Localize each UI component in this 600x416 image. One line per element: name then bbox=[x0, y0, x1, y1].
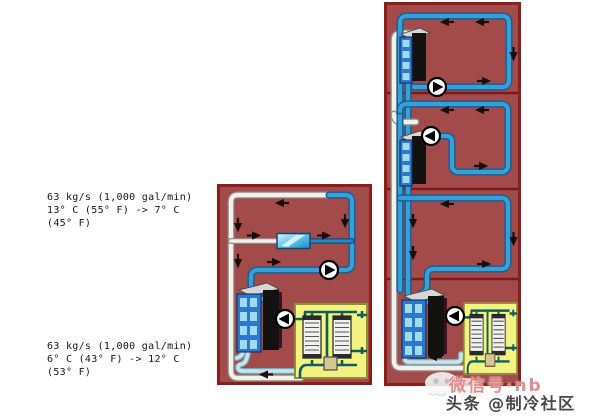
multi-story-building-diagram bbox=[384, 2, 521, 386]
return-water-pipe bbox=[227, 191, 339, 382]
cooling-coil bbox=[276, 232, 311, 250]
primary-pump-icon bbox=[444, 305, 466, 327]
supply-riser-floor1-loop bbox=[396, 12, 513, 294]
supply-water-pipe bbox=[247, 191, 356, 294]
flow-label-return-line2: 6° C (43° F) -> 12° C bbox=[47, 354, 180, 365]
flow-label-return-line3: (53° F) bbox=[47, 367, 92, 378]
flow-label-supply-line1: 63 kg/s (1,000 gal/min) bbox=[47, 192, 193, 203]
flow-label-supply: 63 kg/s (1,000 gal/min) 13° C (55° F) ->… bbox=[47, 191, 192, 230]
floor3-loop-pipe bbox=[396, 194, 512, 297]
floor1-plate-heat-exchanger bbox=[399, 27, 431, 84]
flow-label-supply-line2: 13° C (55° F) -> 7° C bbox=[47, 205, 180, 216]
flow-label-return: 63 kg/s (1,000 gal/min) 6° C (43° F) -> … bbox=[47, 340, 192, 379]
floor2-loop-pipe bbox=[396, 100, 512, 176]
flow-label-return-line1: 63 kg/s (1,000 gal/min) bbox=[47, 341, 193, 352]
chiller-unit bbox=[293, 302, 369, 380]
single-story-loop-diagram bbox=[217, 184, 372, 385]
ghost-logo-icon bbox=[425, 372, 480, 397]
wechat-watermark: 微信号·nb bbox=[449, 376, 543, 396]
floor1-pump-icon bbox=[426, 76, 448, 98]
primary-pump-icon bbox=[274, 308, 296, 330]
flow-label-supply-line3: (45° F) bbox=[47, 218, 92, 229]
floor2-pump-icon bbox=[420, 125, 442, 147]
chiller-unit bbox=[462, 301, 519, 376]
loop-pump-icon bbox=[318, 259, 340, 281]
credit-watermark: 头条 @制冷社区 bbox=[446, 394, 576, 413]
